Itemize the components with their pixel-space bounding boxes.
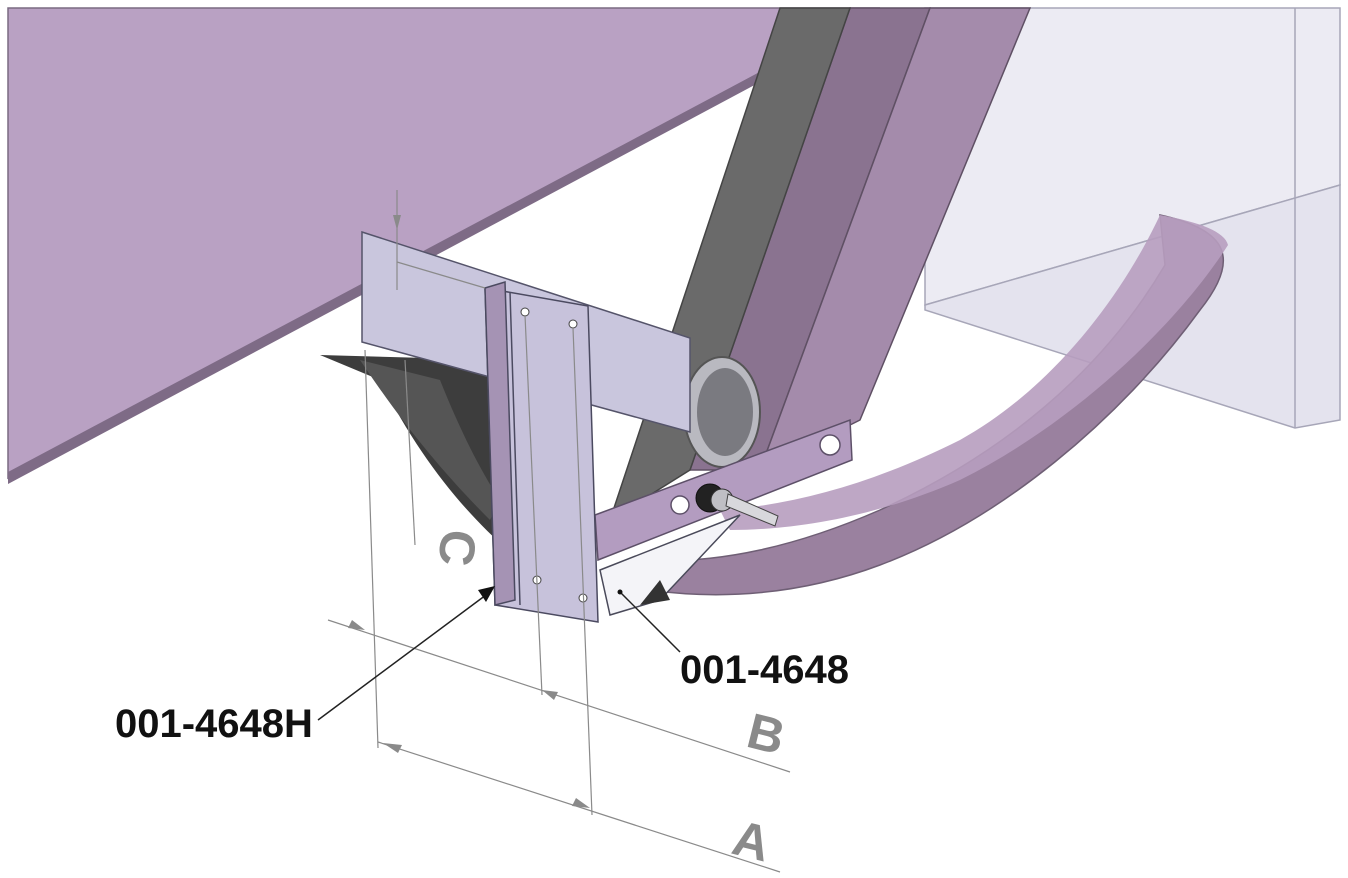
callout-001-4648h: 001-4648H bbox=[115, 702, 313, 746]
panel-shadow bbox=[320, 355, 520, 560]
dim-c-ref bbox=[396, 261, 486, 289]
callout-001-4648: 001-4648 bbox=[680, 648, 849, 692]
leader-left bbox=[317, 591, 491, 721]
leader-right bbox=[619, 591, 681, 653]
bracket-bend-line bbox=[509, 291, 521, 606]
dim-a-arrow-right bbox=[572, 798, 590, 808]
arm-hole-2 bbox=[670, 495, 690, 515]
bracket-hole-1 bbox=[520, 307, 530, 317]
frame-panel-edge bbox=[8, 8, 880, 484]
sensor-probe bbox=[725, 493, 779, 527]
dim-label-c: C bbox=[427, 527, 486, 569]
ext-line-mid bbox=[524, 314, 543, 696]
panel-shadow-2 bbox=[360, 360, 500, 520]
arc-rail-top bbox=[720, 215, 1228, 530]
leader-left-arrow bbox=[478, 586, 495, 602]
dim-label-a: A bbox=[727, 809, 776, 872]
vertical-bracket-edge bbox=[484, 281, 516, 606]
leader-right-dot bbox=[617, 589, 623, 595]
diagonal-beam-top bbox=[758, 7, 1032, 472]
dim-a-arrow-left bbox=[383, 743, 402, 753]
dim-b-arrow-left bbox=[348, 620, 365, 630]
ext-line-left bbox=[364, 349, 379, 749]
dim-c-line bbox=[404, 359, 416, 546]
bracket-hole-2 bbox=[568, 319, 578, 329]
dim-b-arrow-right bbox=[542, 690, 558, 700]
ext-line-right bbox=[572, 327, 593, 816]
dim-label-b: B bbox=[742, 703, 791, 766]
dim-b-line bbox=[327, 619, 791, 773]
tube-end-inner bbox=[697, 368, 753, 456]
dim-a-line bbox=[377, 741, 781, 873]
dim-c-arrow bbox=[393, 215, 401, 230]
gusset-shadow bbox=[640, 580, 670, 605]
arm-hole-1 bbox=[819, 434, 841, 456]
